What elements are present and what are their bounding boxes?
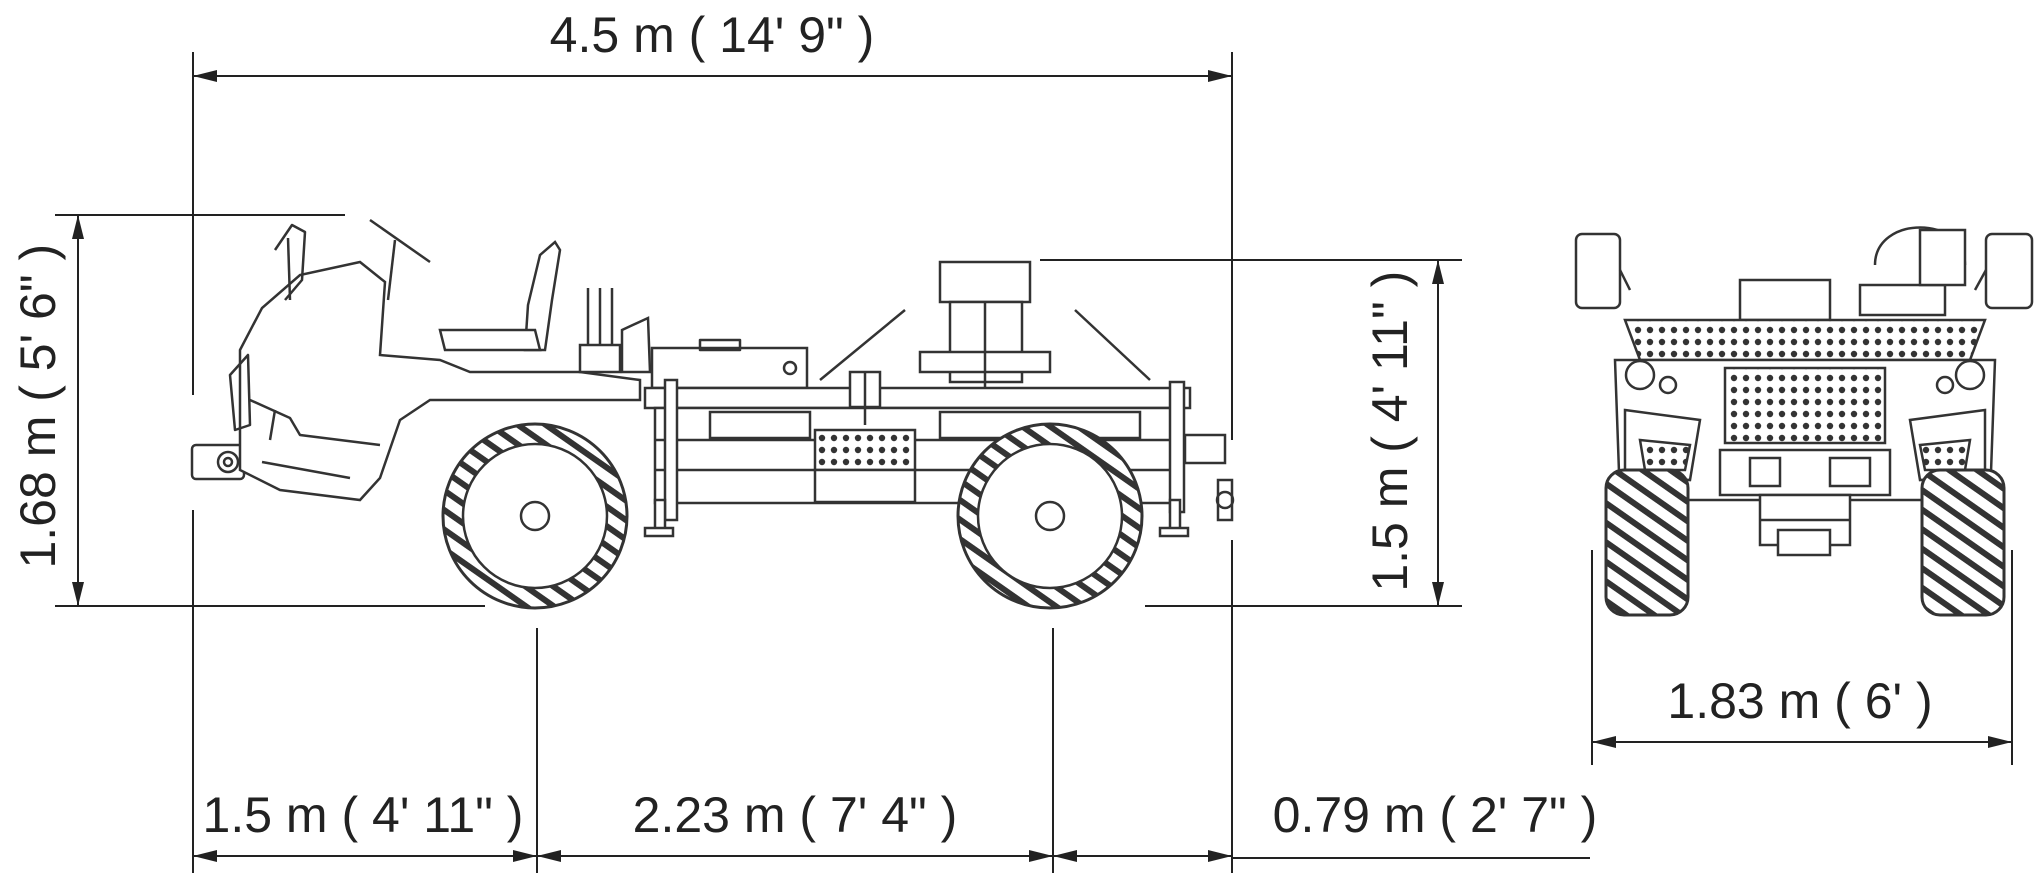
front-overhang-label: 1.5 m ( 4' 11" ) bbox=[203, 787, 524, 843]
overall-length-label: 4.5 m ( 14' 9" ) bbox=[550, 7, 875, 63]
wheelbase-label: 2.23 m ( 7' 4" ) bbox=[633, 787, 958, 843]
rear-overhang-label: 0.79 m ( 2' 7" ) bbox=[1273, 787, 1598, 843]
dimension-lines bbox=[55, 52, 2013, 873]
overall-height-label: 1.68 m ( 5' 6" ) bbox=[10, 244, 66, 569]
vehicle-front-view bbox=[1574, 226, 2034, 617]
platform-height-label: 1.5 m ( 4' 11" ) bbox=[1362, 271, 1418, 592]
vehicle-side-view bbox=[190, 218, 1235, 610]
width-label: 1.83 m ( 6' ) bbox=[1667, 673, 1932, 729]
